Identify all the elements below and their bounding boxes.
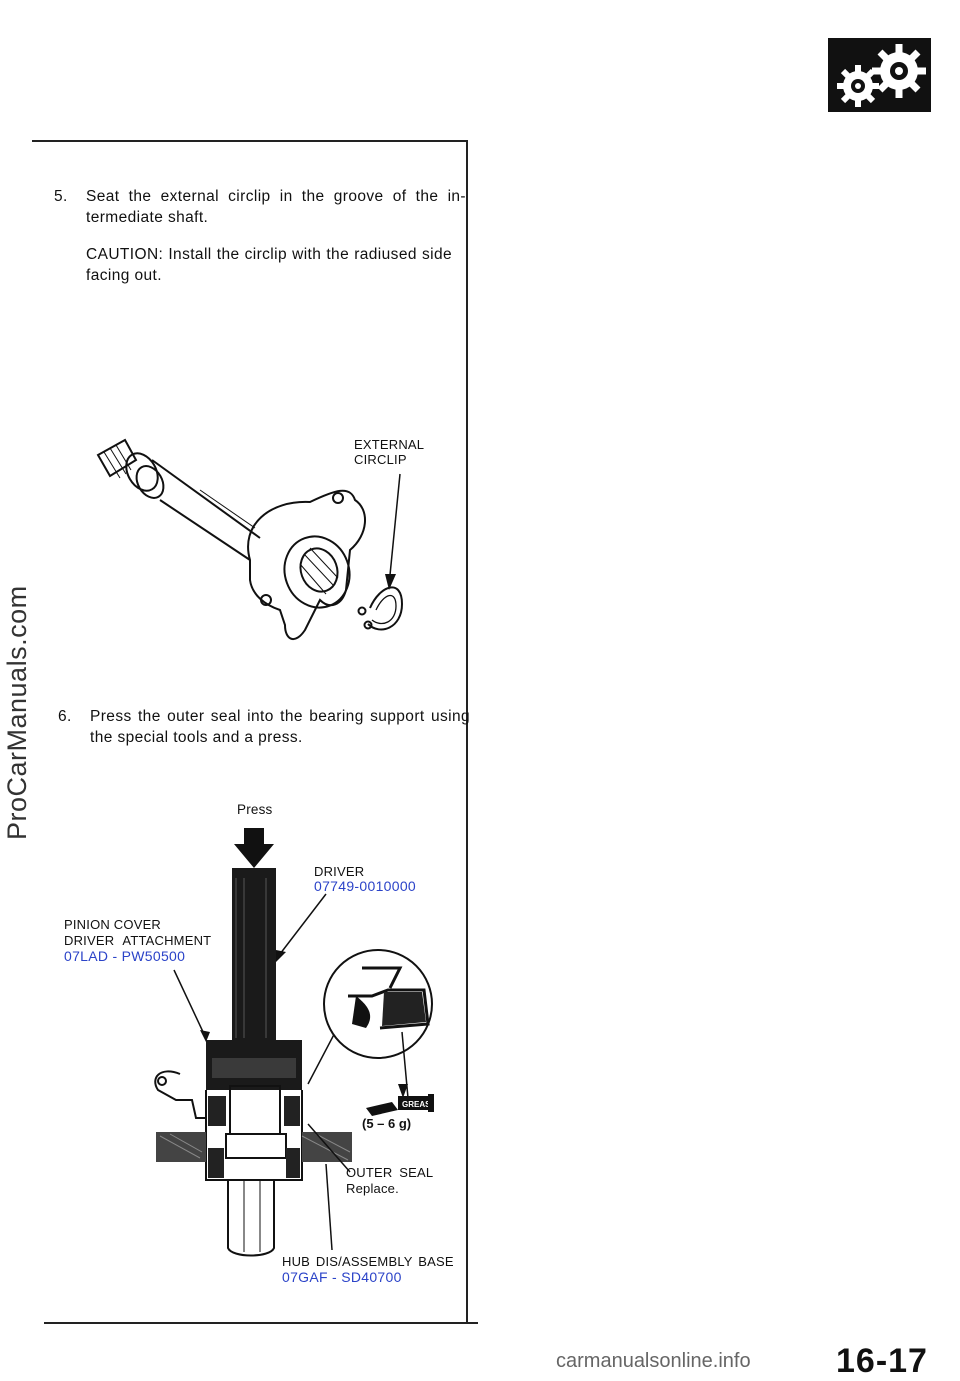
step-6-number: 6. bbox=[58, 708, 72, 725]
outer-seal-note: Replace. bbox=[346, 1181, 399, 1196]
page-number: 16-17 bbox=[836, 1342, 928, 1380]
external-circlip-label-line1: EXTERNAL bbox=[354, 437, 425, 452]
intermediate-shaft-illustration bbox=[96, 438, 404, 640]
gear-logo-icon bbox=[828, 38, 931, 112]
step-5-number: 5. bbox=[54, 188, 68, 205]
press-arrow-icon bbox=[234, 828, 274, 868]
pinion-cover-label: PINION COVER bbox=[64, 917, 162, 932]
caution-text: CAUTION: Install the circlip with the ra… bbox=[86, 246, 452, 284]
press-tool-illustration: GREASE bbox=[154, 828, 436, 1257]
grease-amount: (5 – 6 g) bbox=[362, 1116, 412, 1131]
outer-seal-label: OUTER SEAL bbox=[346, 1165, 434, 1180]
press-label: Press bbox=[237, 802, 273, 817]
hub-tool-code: 07GAF - SD40700 bbox=[282, 1269, 402, 1285]
frame-right-rule bbox=[466, 140, 468, 1323]
frame-top-rule bbox=[32, 140, 468, 142]
driver-tool-code: 07749-0010000 bbox=[314, 878, 416, 894]
frame-bottom-rule bbox=[44, 1322, 478, 1324]
step-6: 6. Press the outer seal into the bearing… bbox=[58, 706, 470, 754]
step-5-text: Seat the external circlip in the groove … bbox=[86, 188, 466, 226]
side-watermark: ProCarManuals.com bbox=[2, 585, 32, 840]
bottom-watermark: carmanualsonline.info bbox=[556, 1350, 751, 1372]
step-5: 5. Seat the external circlip in the groo… bbox=[54, 186, 474, 234]
grease-tube-label: GREASE bbox=[402, 1100, 436, 1109]
driver-label: DRIVER bbox=[314, 864, 365, 879]
step-6-text: Press the outer seal into the bearing su… bbox=[90, 708, 470, 746]
pinion-tool-code: 07LAD - PW50500 bbox=[64, 948, 186, 964]
hub-base-label: HUB DIS/ASSEMBLY BASE bbox=[282, 1254, 454, 1269]
step-5-caution: CAUTION: Install the circlip with the ra… bbox=[86, 244, 452, 286]
external-circlip-label-line2: CIRCLIP bbox=[354, 452, 407, 467]
driver-attachment-label: DRIVER ATTACHMENT bbox=[64, 933, 212, 948]
external-circlip-label: EXTERNAL CIRCLIP bbox=[354, 437, 424, 467]
